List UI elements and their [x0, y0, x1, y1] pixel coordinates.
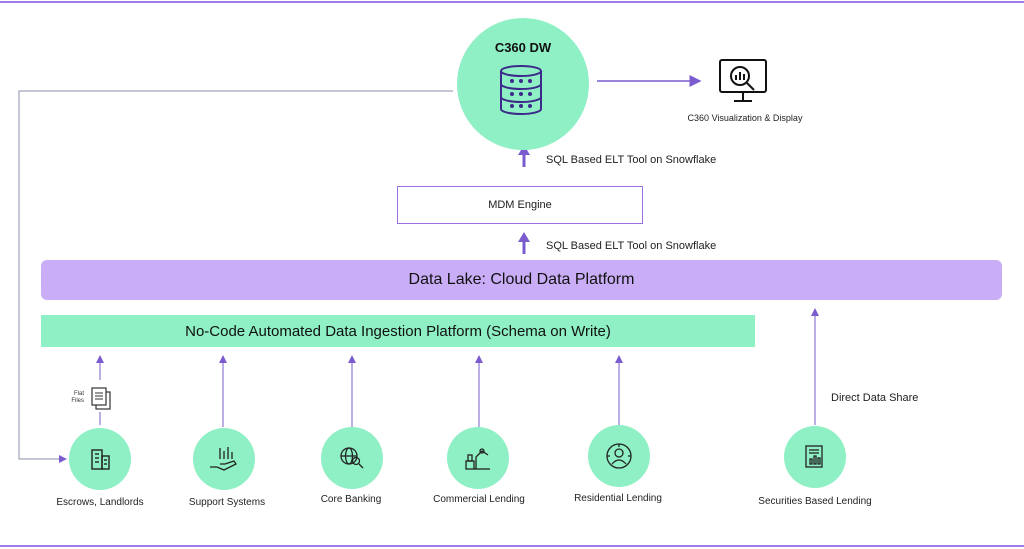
top-border — [0, 1, 1024, 3]
database-icon — [500, 65, 542, 115]
data-lake-bar: Data Lake: Cloud Data Platform — [41, 260, 1002, 300]
source-node-residential — [588, 425, 650, 487]
visualization-label: C360 Visualization & Display — [687, 113, 803, 123]
files-icon — [91, 387, 111, 410]
warehouse-title: C360 DW — [494, 40, 552, 55]
source-node-securities — [784, 426, 846, 488]
elt-label-top: SQL Based ELT Tool on Snowflake — [546, 154, 717, 166]
monitor-chart-icon — [719, 59, 767, 102]
building-icon — [91, 449, 110, 470]
data-lake-label: Data Lake: Cloud Data Platform — [408, 271, 635, 288]
document-chart-icon — [805, 445, 823, 468]
source-label-core: Core Banking — [320, 494, 382, 505]
elt-label-bottom: SQL Based ELT Tool on Snowflake — [546, 240, 717, 252]
feedback-line — [18, 90, 453, 463]
ingestion-bar: No-Code Automated Data Ingestion Platfor… — [41, 315, 755, 347]
source-node-support — [193, 428, 255, 490]
hand-data-icon — [210, 447, 237, 471]
ingestion-label: No-Code Automated Data Ingestion Platfor… — [185, 322, 611, 340]
source-node-escrows — [69, 428, 131, 490]
factory-icon — [465, 448, 490, 470]
mdm-label: MDM Engine — [488, 199, 552, 211]
direct-share-label: Direct Data Share — [831, 392, 919, 404]
source-label-support: Support Systems — [188, 497, 266, 508]
globe-search-icon — [340, 447, 364, 469]
flat-files-label: Flat Files — [71, 391, 84, 404]
house-person-icon — [606, 443, 632, 469]
source-node-core — [321, 427, 383, 489]
source-node-commercial — [447, 427, 509, 489]
mdm-engine-box: MDM Engine — [397, 186, 643, 224]
source-label-residential: Residential Lending — [574, 493, 662, 504]
source-label-securities: Securities Based Lending — [758, 496, 872, 507]
bottom-border — [0, 545, 1024, 547]
warehouse-node — [457, 18, 589, 150]
source-label-escrows: Escrows, Landlords — [56, 497, 144, 508]
source-label-commercial: Commercial Lending — [433, 494, 525, 505]
